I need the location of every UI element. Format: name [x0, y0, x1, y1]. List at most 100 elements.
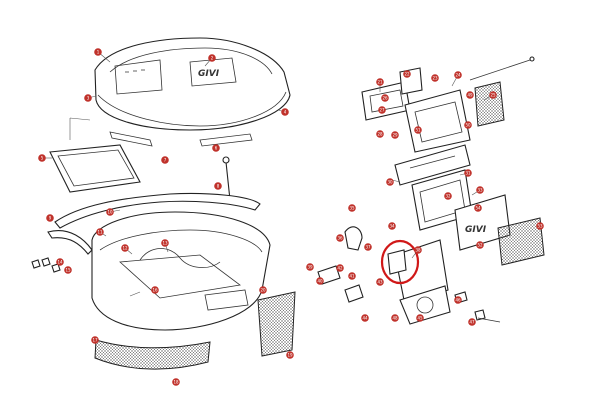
callout-dot	[536, 222, 544, 230]
callout-badge: 3	[84, 94, 92, 102]
callout-badge: 22	[403, 70, 411, 78]
callout-badge: 51	[414, 126, 422, 134]
callout-number: 14	[57, 260, 63, 265]
callout-badge: 45	[416, 314, 424, 322]
callout-dot	[414, 246, 422, 254]
callout-dot	[64, 266, 72, 274]
callout-number: 26	[382, 96, 388, 101]
callout-badge: 42	[336, 264, 344, 272]
callout-dot	[281, 108, 289, 116]
callout-badge: 23	[431, 74, 439, 82]
callout-number: 39	[307, 265, 313, 270]
callout-dot	[391, 314, 399, 322]
rear-reflector-bottom	[94, 339, 211, 370]
callout-badge: 26	[381, 94, 389, 102]
callout-badge: 21	[376, 78, 384, 86]
callout-dot	[444, 192, 452, 200]
callout-dot	[208, 54, 216, 62]
highlight-circle	[380, 239, 420, 285]
callout-dot	[468, 318, 476, 326]
rear-reflector-right	[474, 81, 505, 127]
callout-badge: 29	[391, 131, 399, 139]
callout-badge: 34	[388, 222, 396, 230]
callout-dot	[391, 131, 399, 139]
callout-dot	[386, 178, 394, 186]
callout-number: 54	[475, 206, 481, 211]
callout-number: 23	[432, 76, 438, 81]
callout-dot	[476, 186, 484, 194]
callout-number: 36	[337, 236, 343, 241]
callout-badge: 43	[376, 278, 384, 286]
callout-dot	[259, 286, 267, 294]
callout-dot	[376, 78, 384, 86]
callout-number: 25	[490, 93, 496, 98]
callout-badge: 44	[361, 314, 369, 322]
callout-badge: 10	[106, 208, 114, 216]
key	[454, 291, 501, 323]
callout-dot	[388, 222, 396, 230]
callout-badge: 1	[94, 48, 102, 56]
callout-badge: 50	[464, 121, 472, 129]
callout-badge: 2	[208, 54, 216, 62]
hook-part	[344, 226, 363, 251]
callout-dot	[106, 208, 114, 216]
lid-seal-strips	[69, 117, 253, 147]
callout-number: 51	[415, 128, 421, 133]
callout-number: 8	[217, 184, 220, 189]
callout-dot	[361, 314, 369, 322]
callout-badge: 19	[286, 351, 294, 359]
key-lock-housing	[394, 239, 451, 325]
side-reflector-right	[497, 217, 545, 266]
callout-badge: 49	[466, 91, 474, 99]
callout-number: 47	[469, 320, 475, 325]
callout-dot	[161, 156, 169, 164]
callout-dot	[336, 234, 344, 242]
callout-number: 4	[284, 110, 287, 115]
callout-badge: 32	[444, 192, 452, 200]
callout-badges: 1234567891011121314151617181920212223242…	[38, 48, 544, 386]
callout-dot	[46, 214, 54, 222]
callout-number: 50	[465, 123, 471, 128]
callout-dot	[151, 286, 159, 294]
callout-number: 38	[415, 248, 421, 253]
callout-dot	[94, 48, 102, 56]
callout-badge: 37	[364, 243, 372, 251]
callout-dot	[316, 277, 324, 285]
callout-dot	[454, 296, 462, 304]
callout-badge: 33	[476, 186, 484, 194]
callout-badge: 18	[172, 378, 180, 386]
callout-dot	[464, 169, 472, 177]
callout-badge: 53	[536, 222, 544, 230]
callout-dot	[378, 106, 386, 114]
callout-number: 10	[107, 210, 113, 215]
top-case-base	[91, 211, 271, 331]
callout-badge: 41	[348, 272, 356, 280]
callout-badge: 46	[454, 296, 462, 304]
callout-number: 19	[287, 353, 293, 358]
callout-number: 28	[377, 132, 383, 137]
callout-badge: 5	[38, 154, 46, 162]
callout-badge: 28	[376, 130, 384, 138]
callout-dot	[464, 121, 472, 129]
callout-number: 30	[387, 180, 393, 185]
callout-number: 31	[465, 171, 471, 176]
callout-number: 3	[87, 96, 90, 101]
callout-number: 20	[260, 288, 266, 293]
callout-number: 52	[477, 243, 483, 248]
callout-number: 49	[467, 93, 473, 98]
callout-badge: 16	[151, 286, 159, 294]
callout-number: 44	[362, 316, 368, 321]
inner-lid-plate	[49, 144, 141, 193]
callout-badge: 25	[489, 91, 497, 99]
rod-and-spring	[469, 56, 535, 81]
callout-number: 42	[337, 266, 343, 271]
callout-dot	[172, 378, 180, 386]
callout-dot	[381, 94, 389, 102]
callout-dot	[416, 314, 424, 322]
callout-badge: 20	[259, 286, 267, 294]
callout-dot	[454, 71, 462, 79]
callout-dot	[414, 126, 422, 134]
callout-number: 18	[173, 380, 179, 385]
callout-number: 16	[152, 288, 158, 293]
